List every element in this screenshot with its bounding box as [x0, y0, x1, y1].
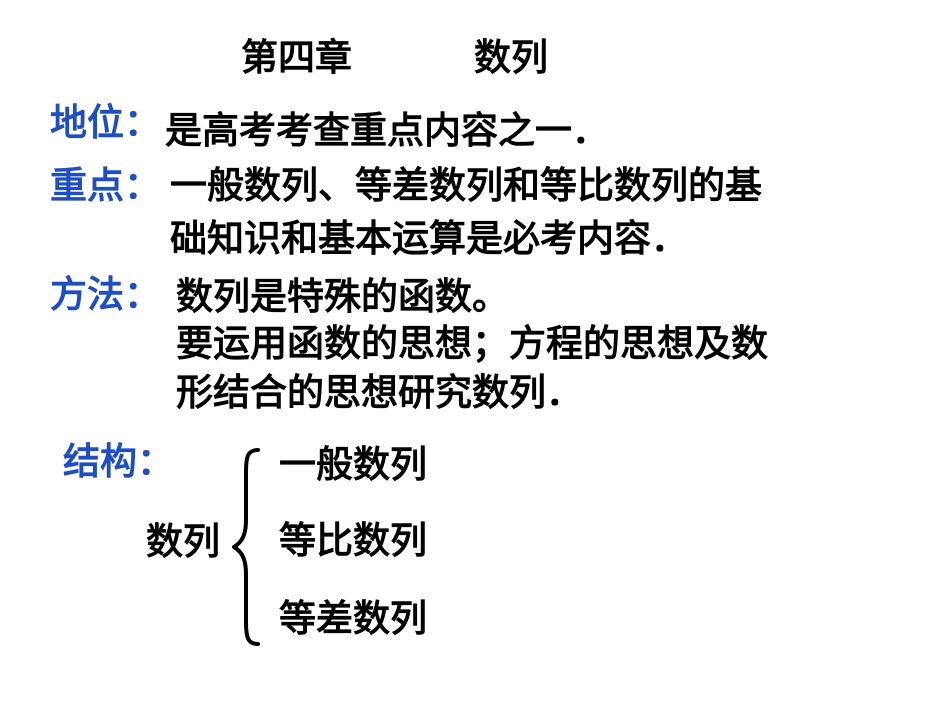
- method-label: 方法：: [50, 273, 161, 316]
- status-text: 是高考考查重点内容之一．: [165, 109, 609, 152]
- topic-title: 数列: [474, 36, 548, 79]
- structure-item: 等比数列: [279, 519, 427, 562]
- structure-label: 结构：: [63, 440, 174, 483]
- focus-line-1: 一般数列、等差数列和等比数列的基: [170, 164, 762, 207]
- structure-root: 数列: [146, 520, 220, 563]
- structure-item: 等差数列: [279, 597, 427, 640]
- status-label: 地位：: [50, 101, 161, 144]
- focus-label: 重点：: [50, 164, 161, 207]
- left-brace-icon: [232, 448, 260, 646]
- method-line-3: 形结合的思想研究数列．: [176, 371, 583, 414]
- focus-line-2: 础知识和基本运算是必考内容．: [170, 217, 688, 260]
- method-line-2: 要运用函数的思想；方程的思想及数: [176, 322, 768, 365]
- method-line-1: 数列是特殊的函数。: [176, 275, 509, 318]
- structure-item: 一般数列: [279, 443, 427, 486]
- chapter-title: 第四章: [241, 36, 352, 79]
